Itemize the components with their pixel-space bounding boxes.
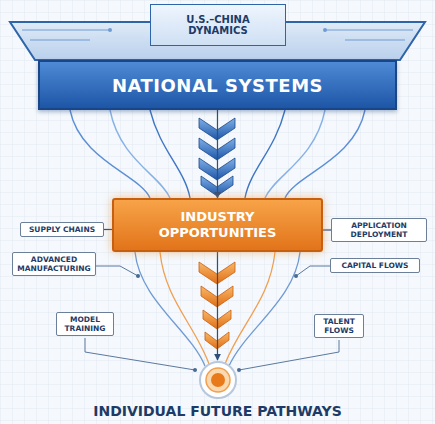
node-text: CAPITAL FLOWS — [341, 261, 408, 270]
node-text: MODEL TRAINING — [61, 315, 109, 333]
side-label-box: CAPITAL FLOWS — [330, 258, 420, 273]
node-text: APPLICATION DEPLOYMENT — [336, 221, 422, 239]
node-text: NATIONAL SYSTEMS — [112, 75, 323, 96]
connector — [104, 229, 112, 230]
node-text: INDUSTRY OPPORTUNITIES — [153, 209, 283, 240]
node-text: SUPPLY CHAINS — [29, 225, 95, 234]
header-tab: U.S.–CHINA DYNAMICS — [150, 4, 286, 46]
side-label-box: SUPPLY CHAINS — [20, 222, 104, 237]
connector — [217, 252, 218, 360]
target-circle — [198, 360, 238, 400]
connector — [217, 110, 218, 198]
side-label-box: TALENT FLOWS — [314, 314, 364, 338]
system-banner: NATIONAL SYSTEMS — [38, 60, 397, 110]
node-text: INDIVIDUAL FUTURE PATHWAYS — [93, 403, 342, 419]
node-text: TALENT FLOWS — [319, 317, 359, 335]
pathway-node: INDIVIDUAL FUTURE PATHWAYS — [8, 360, 427, 422]
side-label-box: MODEL TRAINING — [56, 312, 114, 336]
side-label-box: APPLICATION DEPLOYMENT — [331, 218, 427, 242]
industry-box: INDUSTRY OPPORTUNITIES — [112, 198, 323, 252]
connector — [323, 229, 331, 230]
node-text: ADVANCED MANUFACTURING — [17, 255, 91, 273]
side-label-box: ADVANCED MANUFACTURING — [12, 252, 96, 276]
node-text: U.S.–CHINA DYNAMICS — [159, 14, 277, 37]
